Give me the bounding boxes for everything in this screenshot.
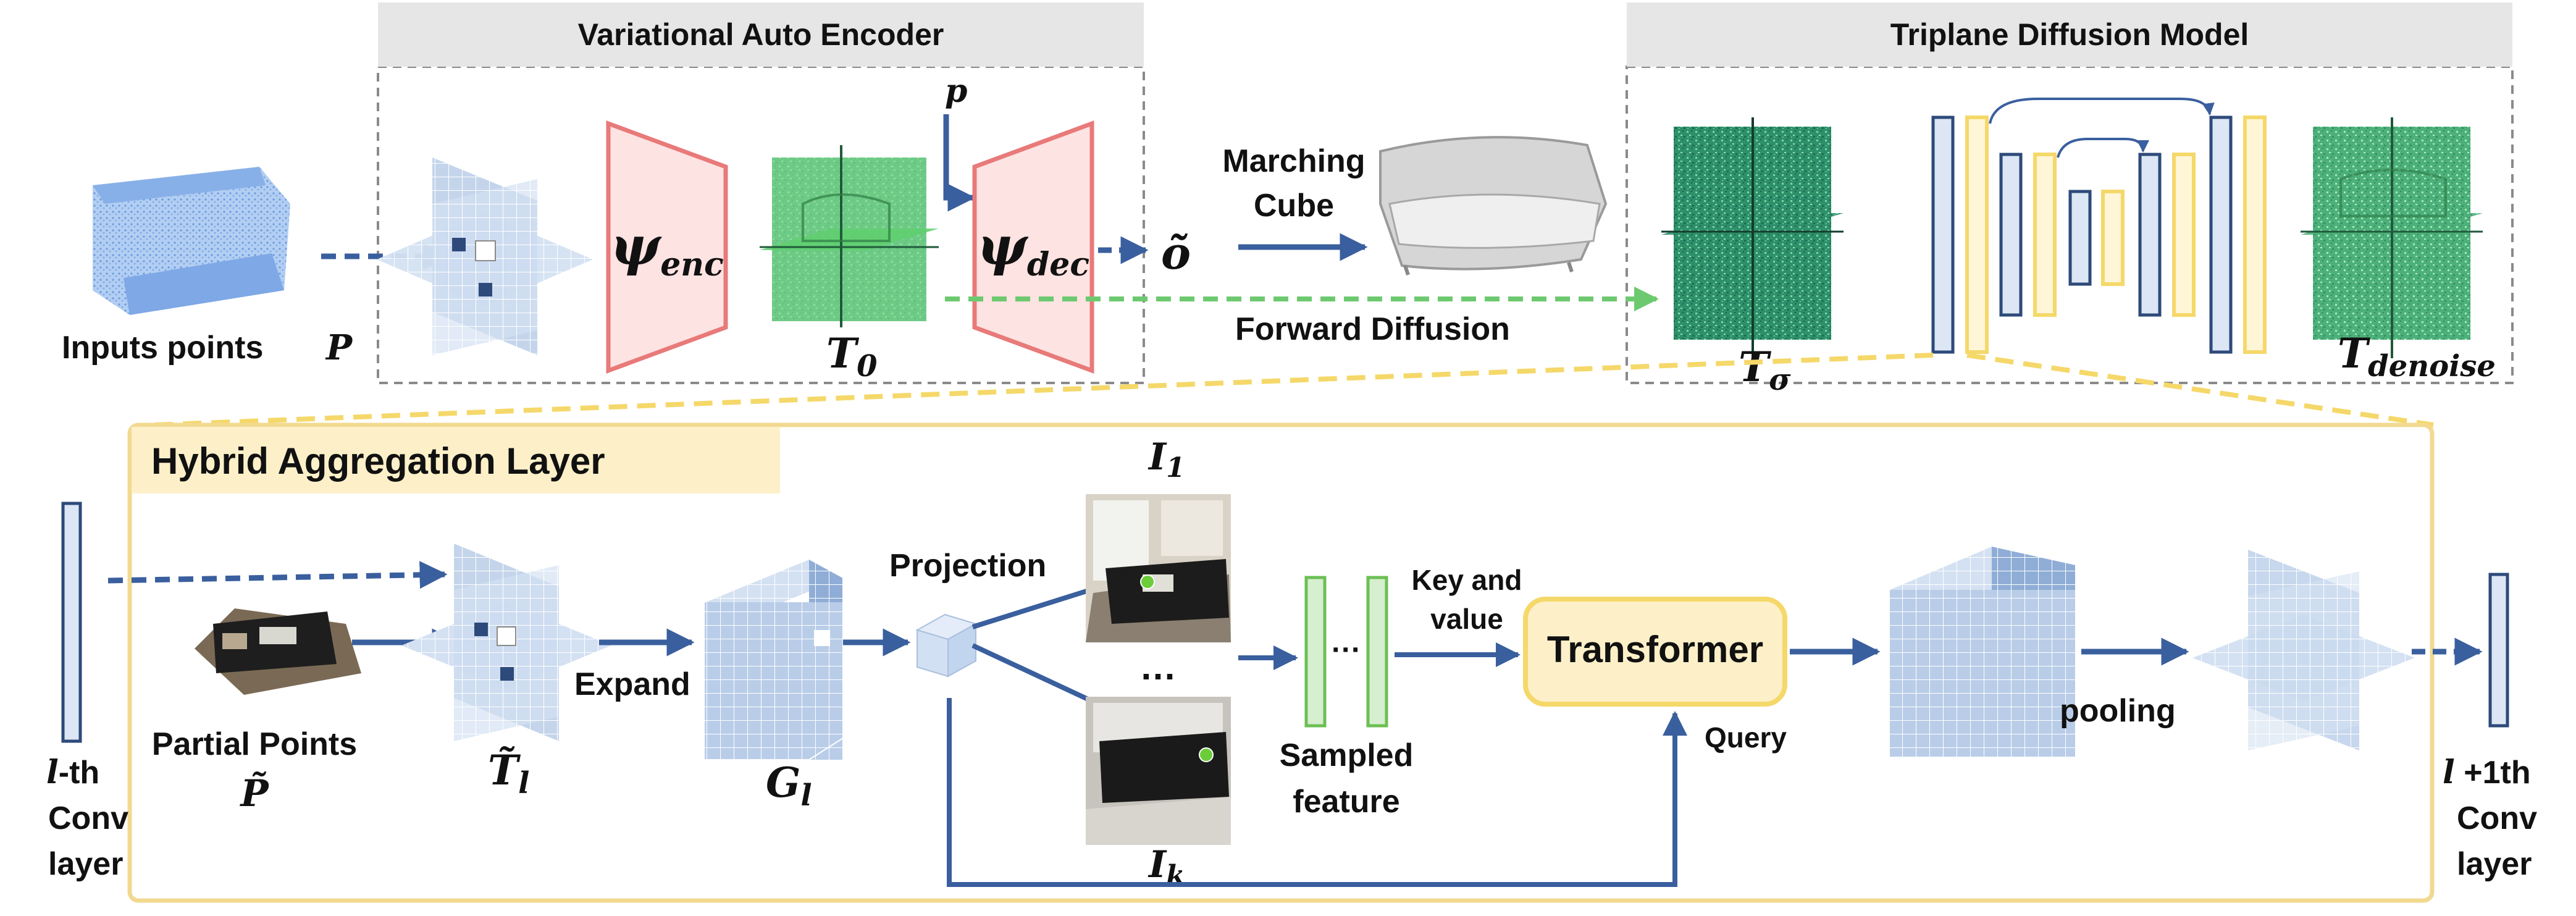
vae-box [377,65,1145,384]
tdm-title-bar [1627,2,2512,67]
pooling-label: pooling [2060,693,2176,729]
vae-title-bar [378,2,1144,67]
marching-label-2: Cube [1254,188,1334,224]
encoder-symbol: ψenc [610,215,724,284]
query-point-arrow [943,114,976,212]
latent-triplane [760,145,939,327]
feature-ellipsis: ··· [1332,634,1361,666]
hal-triplane [401,544,611,741]
tdm-title: Triplane Diffusion Model [1890,17,2249,52]
hal-title-bg [132,427,780,494]
conv-out-line1: l +1th [2443,754,2531,791]
forward-diffusion-label: Forward Diffusion [1235,311,1510,347]
noisy-triplane [1661,117,1844,358]
image-first-symbol: I1 [1147,435,1185,484]
zoom-line-left [154,353,1934,427]
conv-out-bar [2488,573,2509,728]
denoise-symbol: Tdenoise [2338,329,2496,384]
conv-to-triplane-arrow [107,561,448,589]
denoised-triplane [2301,117,2483,358]
output-triplane [2192,550,2415,750]
input-label: Inputs points [62,330,263,366]
conv-out-line2: Conv [2457,800,2537,836]
encoder-block [606,120,728,374]
marching-label-1: Marching [1222,143,1365,179]
output-cube [1890,547,2075,757]
image-last [1086,697,1231,845]
query-point-label: p [945,72,967,110]
image-first [1086,494,1231,642]
expand-label: Expand [574,666,690,702]
keyvalue-label-1: Key and [1412,564,1522,596]
partial-symbol: P̃ [239,771,269,815]
query-arrow [947,698,1687,887]
projection-label: Projection [889,548,1046,584]
reconstructed-mesh [1379,136,1608,275]
conv-in-line1: l-th [46,754,99,791]
grid-cube-symbol: Gl [766,758,812,813]
vae-title: Variational Auto Encoder [578,17,944,52]
vae-triplane [377,158,593,355]
zoom-line-right [1966,353,2434,427]
single-voxel [915,613,978,678]
output-symbol: õ [1161,227,1191,279]
hal-box [127,422,2435,903]
image-ellipsis: … [1139,646,1177,687]
partial-points-image [195,608,361,695]
partial-label: Partial Points [152,726,357,762]
tdm-box [1626,65,2514,384]
noisy-symbol: Tσ [1739,343,1791,397]
transformer-block [1523,597,1787,707]
input-point-cloud [93,167,290,315]
input-symbol: P [325,327,353,368]
feature-bar-first [1304,576,1327,728]
latent-symbol: T0 [826,329,878,384]
sampled-label-1: Sampled [1280,737,1414,773]
hal-triplane-symbol: T̃l [488,746,529,800]
conv-in-line3: layer [48,846,123,882]
sampled-label-2: feature [1293,784,1399,820]
unet-blocks [1931,98,2267,354]
transformer-label: Transformer [1547,629,1763,670]
conv-out-line3: layer [2457,846,2532,882]
decoder-symbol: ψdec [977,215,1089,284]
hal-title: Hybrid Aggregation Layer [151,440,605,482]
feature-bar-last [1366,576,1388,728]
decoder-block [972,120,1094,374]
conv-in-line2: Conv [48,800,128,836]
query-label: Query [1705,721,1787,754]
keyvalue-label-2: value [1430,603,1503,635]
conv-in-bar [61,502,82,743]
grid-cube [703,558,844,760]
